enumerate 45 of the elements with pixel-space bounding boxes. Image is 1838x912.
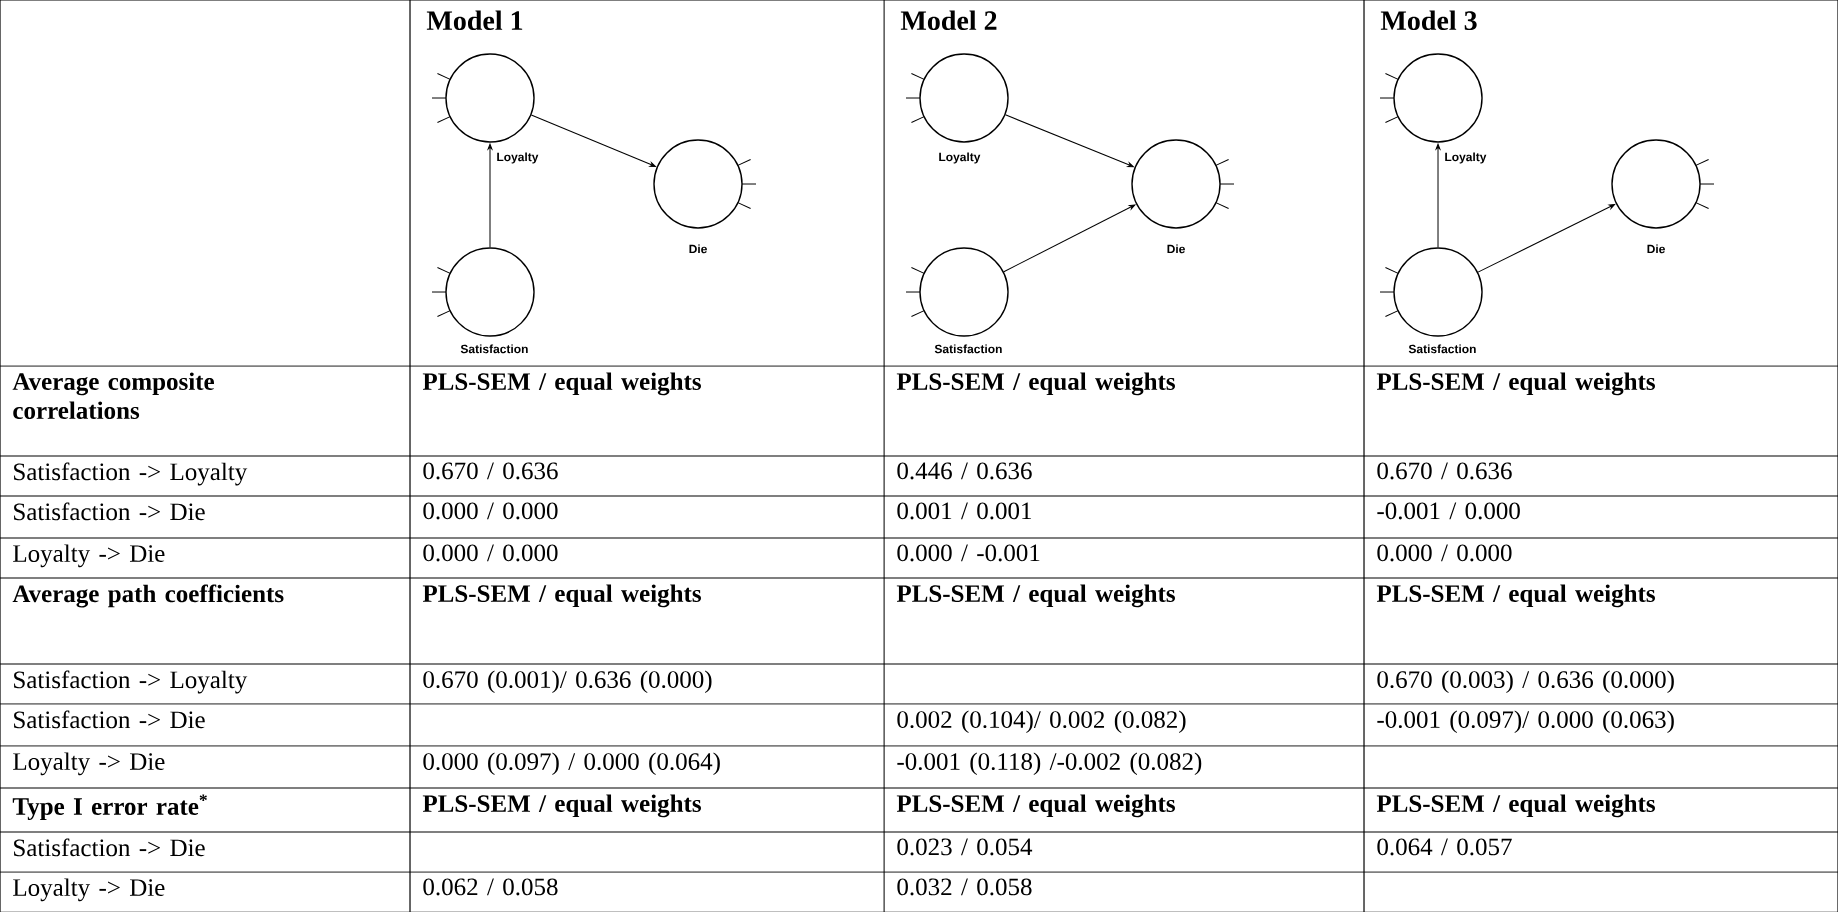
table-cell: Loyalty -> Die	[13, 544, 165, 568]
arrow	[487, 143, 493, 248]
table-cell: 0.000 / 0.000	[423, 544, 558, 562]
table-cell: PLS-SEM / equal weights	[1376, 794, 1655, 818]
table-cell: 0.001 / 0.001	[897, 502, 1031, 520]
table-cell: 0.670 (0.001)/ 0.636 (0.000)	[423, 670, 712, 694]
table-cell: -0.001 / 0.000	[1377, 502, 1520, 520]
table-cell: PLS-SEM / equal weights	[1376, 372, 1655, 396]
table-cell: PLS-SEM / equal weights	[896, 584, 1175, 608]
table-cell: Loyalty -> Die	[13, 878, 165, 902]
table-cell: -0.001 (0.118) /-0.002 (0.082)	[897, 752, 1202, 776]
table-cell: 0.000 (0.097) / 0.000 (0.064)	[423, 752, 720, 776]
table-cell: Type I error rate$^{*}$	[12, 794, 207, 821]
table-cell: PLS-SEM / equal weights	[1376, 584, 1655, 608]
table-cell: PLS-SEM / equal weights	[896, 372, 1175, 396]
table-cell: 0.670 (0.003) / 0.636 (0.000)	[1377, 670, 1674, 694]
arrow	[1435, 143, 1441, 248]
table-cell: -0.001 (0.097)/ 0.000 (0.063)	[1377, 710, 1674, 734]
table-cell: 0.064 / 0.057	[1377, 838, 1512, 856]
table-cell: Average composite correlations	[12, 372, 214, 419]
table-cell: Satisfaction -> Die	[14, 502, 205, 521]
table-cell: PLS-SEM / equal weights	[422, 372, 701, 396]
arrow	[1004, 114, 1134, 168]
table-cell: 0.023 / 0.054	[897, 838, 1033, 856]
table-cell: 0.000 / -0.001	[897, 544, 1040, 562]
table-cell: 0.062 / 0.058	[423, 878, 558, 896]
table-cell: Satisfaction -> Loyalty	[14, 670, 248, 694]
table-cell: 0.446 / 0.636	[897, 462, 1032, 480]
table-cell: PLS-SEM / equal weights	[896, 794, 1175, 818]
table-cell: 0.000 / 0.000	[1377, 544, 1512, 562]
table-cell: 0.000 / 0.000	[423, 502, 558, 520]
table-cell: Average path coefficients	[12, 584, 284, 608]
table-cell: 0.670 / 0.636	[423, 462, 558, 480]
table-cell: Satisfaction -> Die	[14, 710, 205, 729]
table-cell: PLS-SEM / equal weights	[422, 584, 701, 608]
table-cell: 0.670 / 0.636	[1377, 462, 1512, 480]
arrow	[1477, 204, 1616, 273]
table-cell: Satisfaction -> Die	[14, 838, 205, 857]
table-cell: Loyalty -> Die	[13, 752, 165, 776]
table-cell: 0.032 / 0.058	[897, 878, 1032, 896]
arrow	[1003, 204, 1136, 273]
arrow	[530, 114, 656, 167]
table-cell: Satisfaction -> Loyalty	[14, 462, 248, 486]
table-cell: PLS-SEM / equal weights	[422, 794, 701, 818]
table-cell: 0.002 (0.104)/ 0.002 (0.082)	[897, 710, 1186, 734]
